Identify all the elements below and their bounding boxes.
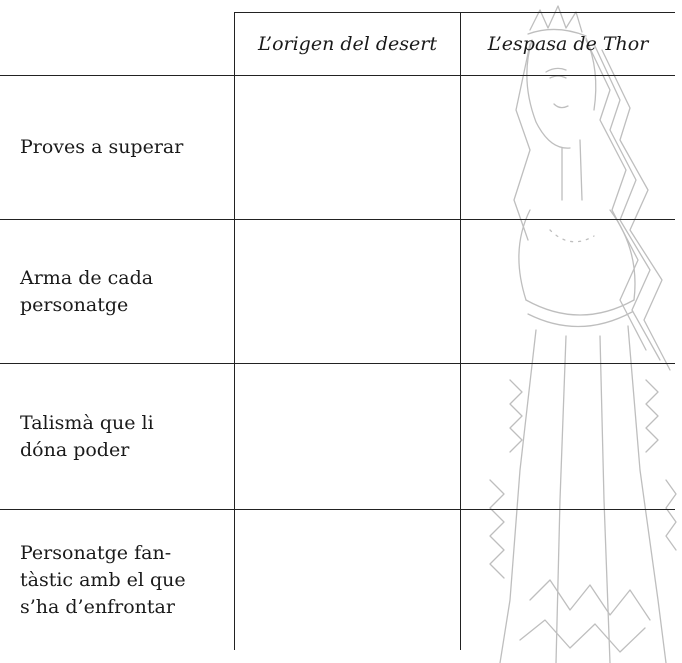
table-row: Arma de cada personatge [0,219,675,364]
row-label: Proves a superar [0,75,235,220]
row-label-line: Talismà que li [20,411,154,434]
table-cell[interactable] [460,363,675,510]
table-cell[interactable] [234,219,461,364]
row-label: Arma de cada personatge [0,219,235,364]
comparison-table: L’origen del desert L’espasa de Thor Pro… [0,12,675,650]
table-cell[interactable] [460,219,675,364]
row-label-line: tàstic amb el que [20,568,186,591]
table-row: Personatge fan- tàstic amb el que s’ha d… [0,509,675,650]
row-label-line: Arma de cada [20,266,154,289]
row-label-line: s’ha d’enfrontar [20,595,175,618]
table-row: Proves a superar [0,75,675,220]
table-corner-cell [0,12,235,76]
table-cell[interactable] [234,363,461,510]
row-label-line: Personatge fan- [20,541,172,564]
table-header-row: L’origen del desert L’espasa de Thor [0,12,675,76]
row-label: Personatge fan- tàstic amb el que s’ha d… [0,509,235,650]
column-header: L’origen del desert [234,12,461,76]
row-label: Talismà que li dóna poder [0,363,235,510]
table-cell[interactable] [460,509,675,650]
row-label-line: personatge [20,293,129,316]
row-label-line: Proves a superar [20,136,184,158]
row-label-line: dóna poder [20,438,130,461]
table-cell[interactable] [234,75,461,220]
table-row: Talismà que li dóna poder [0,363,675,510]
column-header: L’espasa de Thor [460,12,675,76]
table-cell[interactable] [460,75,675,220]
table-cell[interactable] [234,509,461,650]
